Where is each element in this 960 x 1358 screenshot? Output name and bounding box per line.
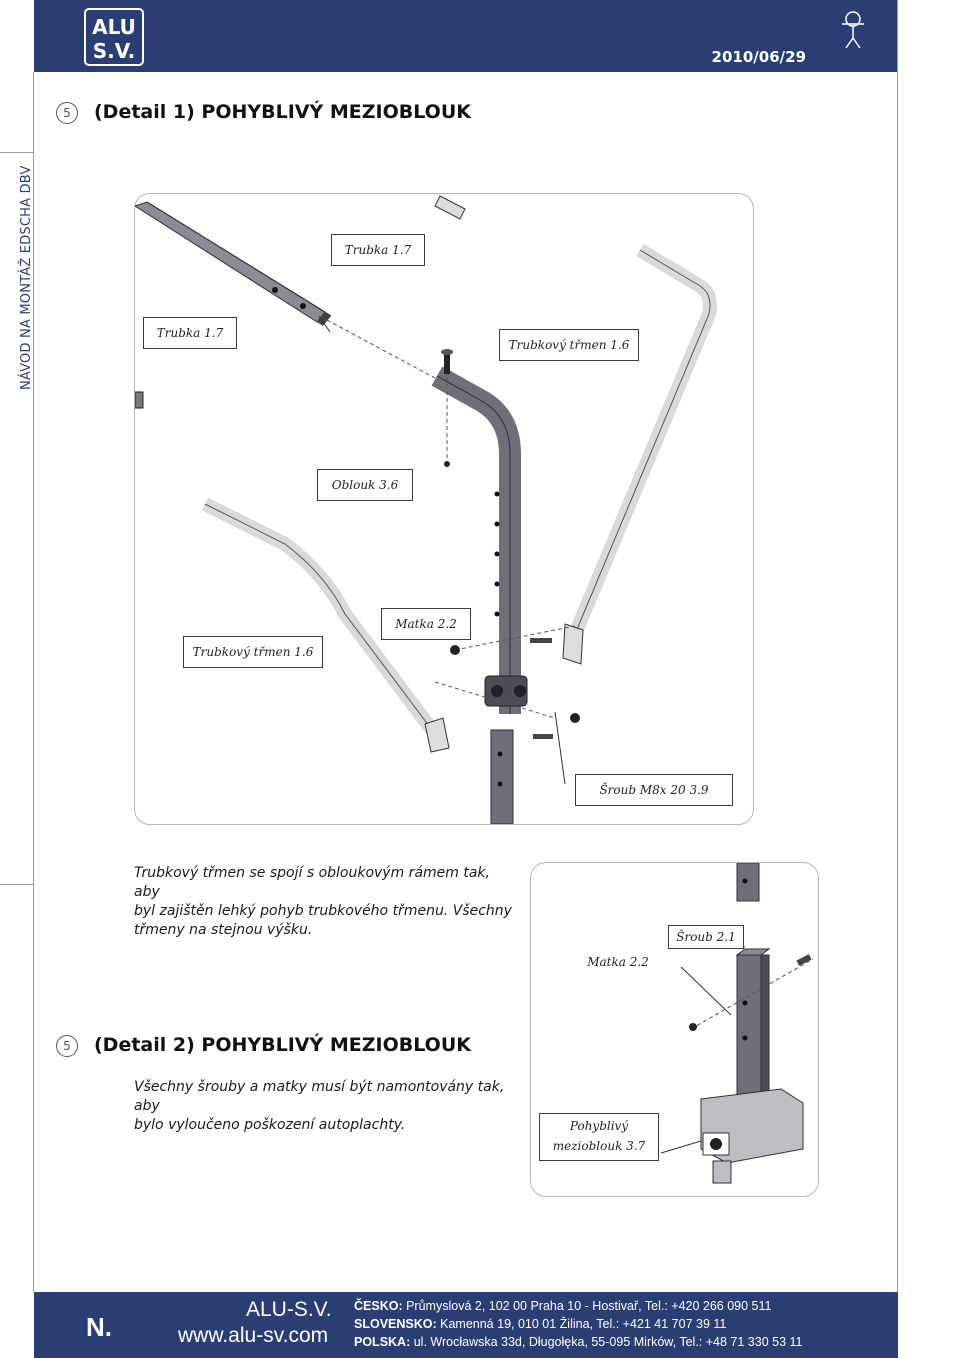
mascot-icon xyxy=(842,11,864,49)
label-mezioblouk: Pohyblivý mezioblouk 3.7 xyxy=(539,1113,659,1161)
label-trmen-right: Trubkový třmen 1.6 xyxy=(499,329,639,361)
svg-text:S.V.: S.V. xyxy=(93,39,136,63)
country-label: POLSKA: xyxy=(354,1335,411,1349)
footer-n: N. xyxy=(86,1312,112,1342)
label-line: mezioblouk 3.7 xyxy=(552,1139,646,1153)
detail1-paragraph: Trubkový třmen se spojí s obloukovým rám… xyxy=(134,864,514,940)
label-line: Pohyblivý xyxy=(569,1119,629,1133)
detail2-figure: Šroub 2.1 Matka 2.2 Pohyblivý mezioblouk… xyxy=(530,862,819,1197)
footer-address-pl: POLSKA: ul. Wrocławska 33d, Długołęka, 5… xyxy=(354,1335,803,1349)
document-date: 2010/06/29 xyxy=(711,48,806,66)
label-sroub: Šroub 2.1 xyxy=(668,925,744,949)
detail1-figure: Trubka 1.7 Trubka 1.7 Trubkový třmen 1.6… xyxy=(134,193,754,825)
side-title: NÁVOD NA MONTÁŽ EDSCHA DBV xyxy=(19,165,34,390)
label-sroub: Šroub M8x 20 3.9 xyxy=(575,774,733,806)
label-trubka-top: Trubka 1.7 xyxy=(331,234,425,266)
footer-website-link[interactable]: www.alu-sv.com xyxy=(178,1324,329,1347)
side-divider xyxy=(0,884,34,885)
country-label: SLOVENSKO: xyxy=(354,1317,437,1331)
footer-address-sk: SLOVENSKO: Kamenná 19, 010 01 Žilina, Te… xyxy=(354,1317,726,1331)
label-trmen-left: Trubkový třmen 1.6 xyxy=(183,636,323,668)
footer-address-cz: ČESKO: Průmyslová 2, 102 00 Praha 10 - H… xyxy=(354,1299,772,1313)
paragraph-line: třmeny na stejnou výšku. xyxy=(134,922,313,938)
paragraph-line: byl zajištěn lehký pohyb trubkového třme… xyxy=(134,903,512,919)
header-bar: ALU S.V. 2010/06/29 xyxy=(34,0,898,72)
footer: N. ALU-S.V. www.alu-sv.com ČESKO: Průmys… xyxy=(34,1292,898,1358)
label-matka: Matka 2.2 xyxy=(381,608,471,640)
paragraph-line: Všechny šrouby a matky musí být namontov… xyxy=(134,1079,505,1114)
frame-line-left xyxy=(33,72,34,1292)
step-number: 5 xyxy=(56,102,78,124)
label-matka: Matka 2.2 xyxy=(579,949,657,975)
detail1-drawing xyxy=(135,195,717,824)
footer-brand: ALU-S.V. xyxy=(246,1298,332,1321)
side-divider xyxy=(0,152,34,153)
frame-line-right xyxy=(897,0,898,1292)
step-number: 5 xyxy=(56,1035,78,1057)
address-text: Kamenná 19, 010 01 Žilina, Tel.: +421 41… xyxy=(436,1317,727,1331)
alu-sv-logo: ALU S.V. xyxy=(84,8,144,66)
detail2-drawing xyxy=(660,863,814,1184)
address-text: Průmyslová 2, 102 00 Praha 10 - Hostivař… xyxy=(402,1299,772,1313)
paragraph-line: Trubkový třmen se spojí s obloukovým rám… xyxy=(134,865,490,900)
label-trubka-left: Trubka 1.7 xyxy=(143,317,237,349)
address-text: ul. Wrocławska 33d, Długołęka, 55-095 Mi… xyxy=(410,1335,803,1349)
country-label: ČESKO: xyxy=(354,1299,403,1313)
detail2-paragraph: Všechny šrouby a matky musí být namontov… xyxy=(134,1078,524,1135)
detail1-title: (Detail 1) POHYBLIVÝ MEZIOBLOUK xyxy=(94,101,471,123)
svg-text:ALU: ALU xyxy=(92,15,136,39)
label-oblouk: Oblouk 3.6 xyxy=(317,469,413,501)
detail2-title: (Detail 2) POHYBLIVÝ MEZIOBLOUK xyxy=(94,1034,471,1056)
paragraph-line: bylo vyloučeno poškození autoplachty. xyxy=(134,1117,406,1133)
